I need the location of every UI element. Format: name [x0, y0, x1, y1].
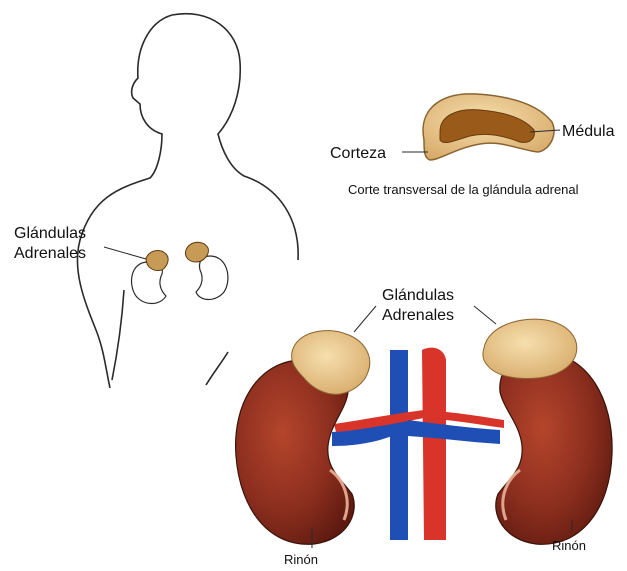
- label-corteza: Corteza: [330, 145, 386, 162]
- aorta: [422, 348, 446, 540]
- leader-line-adrenal-center-right: [474, 306, 496, 324]
- leader-line-left-adrenal: [104, 247, 146, 259]
- label-glandulas-center-line1: Glándulas: [382, 287, 454, 304]
- leader-line-adrenal-center-left: [354, 306, 376, 332]
- label-glandulas-center-line2: Adrenales: [382, 307, 454, 324]
- body-adrenal-left: [146, 251, 168, 271]
- kidney-illustration: [236, 319, 613, 544]
- caption-cross-section: Corte transversal de la glándula adrenal: [348, 182, 579, 197]
- label-glandulas-left-line2: Adrenales: [14, 245, 86, 262]
- body-outline: [77, 14, 298, 388]
- vena-cava: [390, 350, 408, 540]
- label-medula: Médula: [562, 123, 615, 140]
- body-kidney-right: [196, 256, 228, 300]
- label-glandulas-left-line1: Glándulas: [14, 225, 86, 242]
- adrenal-cross-section: [423, 94, 554, 160]
- label-rinon-right: Rinón: [552, 538, 586, 553]
- adrenal-right: [483, 319, 577, 378]
- kidney-right: [496, 352, 612, 544]
- renal-artery-right: [446, 412, 504, 428]
- label-rinon-left: Rinón: [284, 552, 318, 567]
